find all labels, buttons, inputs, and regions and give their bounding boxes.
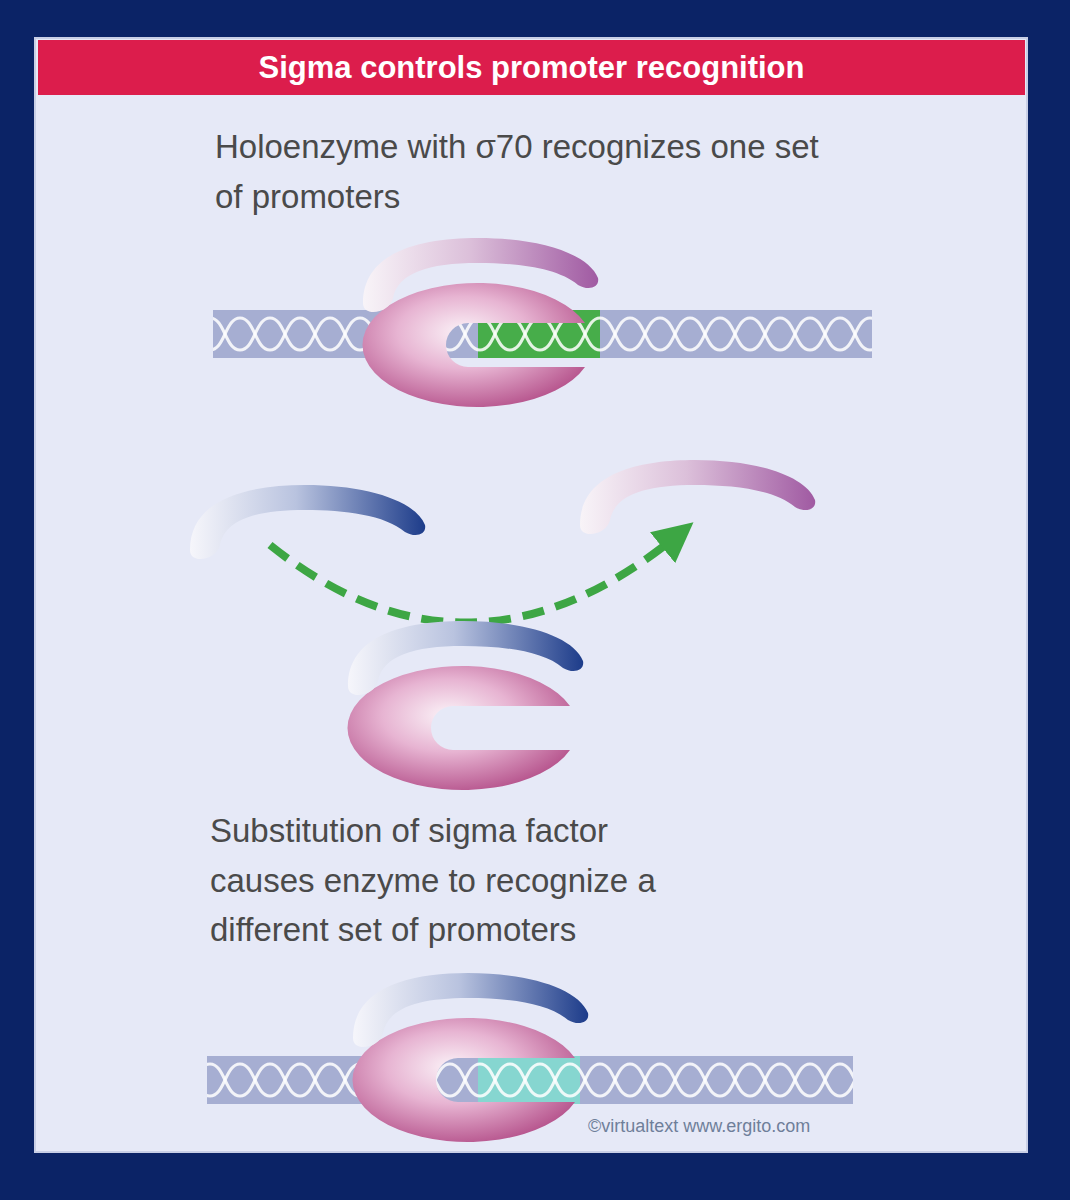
core-enzyme: [352, 1018, 575, 1142]
panel: [35, 38, 1027, 1152]
sigma-factor: [353, 973, 588, 1047]
caption-text: Substitution of sigma factor causes enzy…: [210, 806, 715, 955]
holoenzyme: [362, 238, 598, 407]
sigma-factor: [348, 621, 583, 695]
holoenzyme: [352, 973, 588, 1142]
exchange-arrow: [270, 535, 678, 623]
watermark: ©virtualtext www.ergito.com: [588, 1116, 810, 1137]
core-enzyme: [362, 283, 585, 407]
dna-strand: [207, 1056, 853, 1104]
core-enzyme: [347, 666, 570, 790]
holoenzyme: [347, 621, 583, 790]
caption-text: Holoenzyme with σ70 recognizes one set o…: [215, 122, 835, 221]
sigma-factor: [580, 460, 815, 534]
sigma-factor: [363, 238, 598, 312]
title-bar: [38, 40, 1025, 95]
title-text: Sigma controls promoter recognition: [38, 40, 1025, 95]
sigma-factor: [190, 485, 425, 559]
